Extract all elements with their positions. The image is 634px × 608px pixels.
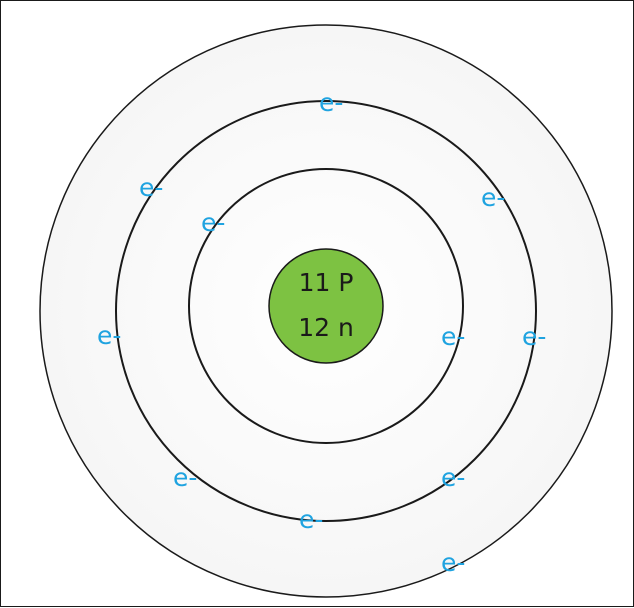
electron-inner-1: e- (201, 208, 225, 237)
electron-middle-2: e- (481, 183, 505, 212)
electron-outer-1: e- (441, 548, 465, 577)
nucleus (269, 249, 383, 363)
electron-middle-8: e- (139, 173, 163, 202)
electron-inner-2: e- (441, 322, 465, 351)
electron-middle-3: e- (522, 322, 546, 351)
electron-middle-4: e- (441, 463, 465, 492)
electron-middle-6: e- (173, 463, 197, 492)
electron-middle-7: e- (97, 321, 121, 350)
electron-middle-5: e- (299, 505, 323, 534)
electron-middle-1: e- (319, 88, 343, 117)
protons-label: 11 P (299, 268, 354, 297)
neutrons-label: 12 n (298, 313, 354, 342)
